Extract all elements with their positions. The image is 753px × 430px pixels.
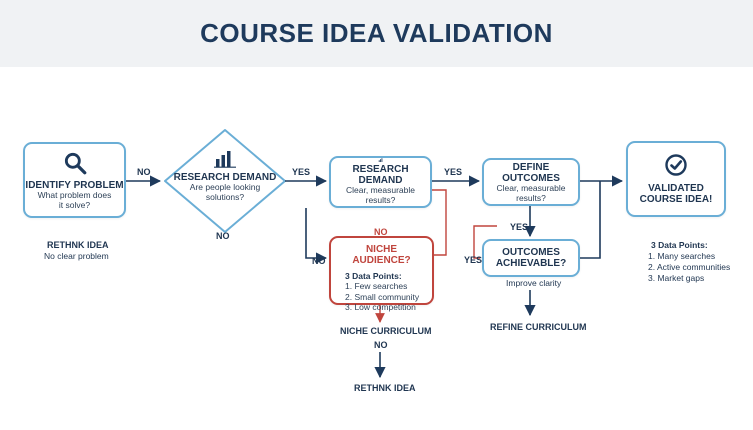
research-diamond-title: RESEARCH DEMAND: [173, 172, 277, 183]
research-diamond-sub-2: solutions?: [205, 191, 245, 202]
identify-sub-1: What problem does: [37, 189, 112, 200]
arrow-achievable-to-validated: [580, 181, 601, 259]
bar-chart-icon: [377, 158, 384, 163]
validated-point: 2. Active communities: [648, 262, 731, 272]
edge-label-yes-left: YES: [464, 255, 483, 265]
identify-sub-2: it solve?: [58, 199, 91, 210]
niche-point: 2. Small community: [345, 291, 420, 302]
niche-point: 1. Few searches: [345, 281, 408, 291]
achievable-line-2: ACHIEVABLE?: [495, 258, 567, 269]
validated-line-1: VALIDATED: [648, 183, 704, 194]
validated-box: VALIDATED COURSE IDEA!: [626, 141, 726, 217]
define-sub: Clear, measurable results?: [496, 183, 566, 204]
research-diamond-shape: [164, 129, 286, 233]
define-outcomes-box: DEFINE OUTCOMES Clear, measurable result…: [482, 158, 580, 206]
magnifier-icon: [64, 152, 86, 175]
edge-label-no: NO: [137, 167, 151, 177]
validated-line-2: COURSE IDEA!: [639, 194, 713, 205]
achievable-line-1: OUTCOMES: [502, 247, 560, 258]
edge-label-yes-2: YES: [444, 167, 463, 177]
header-band: [0, 0, 753, 67]
niche-points-title: 3 Data Points:: [345, 271, 402, 281]
identify-problem-box: IDENTIFY PROBLEM What problem does it so…: [23, 142, 126, 218]
red-connector: [432, 189, 447, 256]
refine-curriculum-label: REFINE CURRICULUM: [490, 322, 587, 332]
edge-label-no-left: NO: [312, 256, 326, 266]
validated-points-title: 3 Data Points:: [651, 240, 708, 250]
research-box-sub: Clear, measurable results?: [346, 185, 415, 206]
validated-point: 1. Many searches: [648, 251, 716, 261]
edge-label-no-red: NO: [374, 227, 388, 237]
bar-chart-icon: [214, 151, 236, 168]
page-title: COURSE IDEA VALIDATION: [200, 18, 553, 48]
arrow-no-to-niche: [305, 208, 328, 264]
outcomes-achievable-box: OUTCOMES ACHIEVABLE?: [482, 239, 580, 277]
validated-point: 3. Market gaps: [648, 273, 705, 283]
research-diamond-sub-1: Are people looking: [189, 182, 261, 192]
rethink-idea-sub: No clear problem: [44, 251, 109, 261]
research-demand-box: RESEARCH DEMAND Clear, measurable result…: [329, 156, 432, 208]
niche-point: 3. Low competition: [345, 302, 416, 313]
red-connector-define: [473, 225, 497, 259]
edge-label-no-diamond: NO: [216, 231, 230, 241]
edge-label-no-bottom: NO: [374, 340, 388, 350]
edge-label-yes-small: YES: [510, 222, 529, 232]
rethink-idea-title: RETHNK IDEA: [47, 240, 109, 250]
niche-title: NICHE AUDIENCE?: [352, 244, 411, 266]
identify-title: IDENTIFY PROBLEM: [25, 179, 124, 191]
check-circle-icon: [665, 154, 687, 176]
research-diamond: RESEARCH DEMAND Are people looking solut…: [168, 150, 282, 203]
research-box-title: RESEARCH DEMAND: [352, 164, 409, 187]
niche-curriculum-label: NICHE CURRICULUM: [340, 326, 432, 336]
improve-clarity-label: Improve clarity: [506, 278, 562, 288]
rethink-idea-bottom: RETHNK IDEA: [354, 383, 416, 393]
edge-label-yes: YES: [292, 167, 311, 177]
niche-audience-box: NICHE AUDIENCE? 3 Data Points: 1. Few se…: [329, 236, 434, 312]
define-title: DEFINE OUTCOMES: [502, 162, 560, 185]
